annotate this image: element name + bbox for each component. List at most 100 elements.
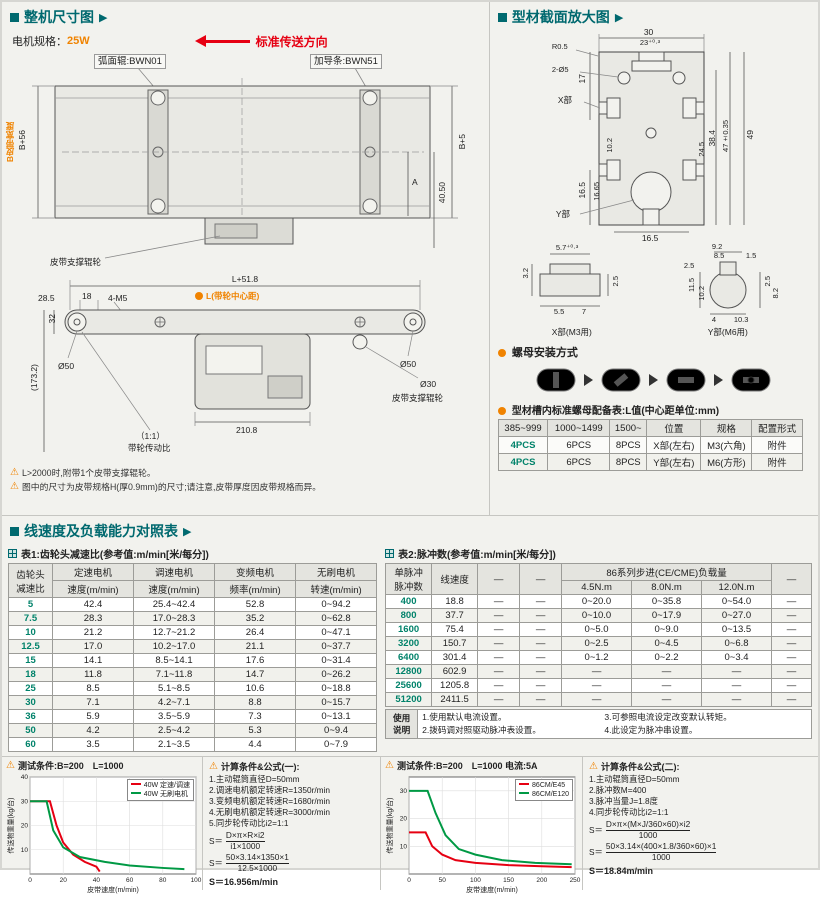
legend-item: 40W 无刷电机 (130, 790, 190, 799)
table-cell: 2.5~4.2 (133, 723, 216, 738)
dim-1732: (173.2) (29, 364, 39, 391)
table-cell: 附件 (751, 436, 803, 454)
table-cell: 18.8 (431, 594, 479, 609)
y-dim-25a: 2.5 (683, 261, 695, 270)
usage-label: 使用 说明 (386, 710, 419, 738)
arrow-left-icon (194, 35, 206, 47)
table-cell: 14.1 (51, 653, 135, 668)
motor-spec-value: 25W (67, 35, 90, 47)
table-cell: 0~1.2 (561, 650, 633, 665)
svg-text:30: 30 (21, 798, 29, 805)
table-cell: 30 (8, 695, 53, 710)
column-header: 调速电机 (133, 563, 216, 581)
profile-section-panel: 型材截面放大图 ▶ (490, 2, 818, 515)
table-cell: 3200 (385, 636, 433, 651)
svg-text:200: 200 (536, 877, 547, 884)
dimension-notes: ⚠ L>2000时,附带1个皮带支撑辊轮。 ⚠ 图中的尺寸为皮带规格H(厚0.9… (2, 464, 489, 496)
dim-4050: 40.50 (437, 182, 447, 204)
test-condition-2: ⚠ 测试条件:B=200 L=1000 电流:5A (385, 759, 578, 772)
table-cell: 4.4 (214, 737, 297, 752)
dim-17: 17 (576, 74, 587, 84)
table-cell: — (771, 692, 812, 707)
svg-text:皮带速度(m/min): 皮带速度(m/min) (466, 885, 518, 894)
arrow-right-icon (584, 374, 594, 386)
table-cell: 12800 (385, 664, 433, 679)
table-cell: — (771, 678, 812, 693)
table-cell: 8.5~14.1 (133, 653, 216, 668)
table-cell: 0~2.2 (631, 650, 703, 665)
table-cell: 0~4.5 (631, 636, 703, 651)
formula-box-2: ⚠ 计算条件&公式(二): 1.主动辊筒直径D=50mm 2.脉冲数M=400 … (582, 757, 818, 890)
table-cell: 52.8 (214, 597, 297, 612)
table-cell: — (561, 678, 633, 693)
warning-icon: ⚠ (10, 467, 19, 478)
dim-l518: L+51.8 (231, 274, 259, 284)
column-header: 变频电机 (214, 563, 297, 581)
usage-notes-box: 使用 说明 1.使用默认电流设置。 3.可参照电流设定改变默认转矩。 2.拨码调… (385, 709, 812, 739)
dim-4m5: 4-M5 (108, 293, 128, 303)
fraction: 50×3.14×1350×1 12.5×1000 (225, 853, 289, 874)
table-cell: 14.7 (214, 667, 297, 682)
dim-d30: Ø30 (420, 379, 437, 389)
table-header-row: 齿轮头 减速比 定速电机 调速电机 变频电机 无刷电机 (8, 563, 378, 598)
x-part-label: X部 (557, 95, 572, 105)
table-cell: 0~2.5 (561, 636, 633, 651)
svg-text:150: 150 (503, 877, 514, 884)
table-cell: 25.4~42.4 (133, 597, 216, 612)
table-grid-icon (385, 549, 395, 558)
table-cell: 6PCS (547, 436, 611, 454)
dim-49: 49 (744, 130, 755, 140)
table-cell: 0~17.9 (631, 608, 703, 623)
dim-r05: R0.5 (551, 42, 568, 51)
table-cell: 17.0 (51, 639, 135, 654)
section-header-profile: 型材截面放大图 ▶ (490, 2, 818, 30)
dim-165-bottom: 16.5 (641, 233, 659, 243)
header-line: 齿轮头 (16, 569, 45, 581)
belt-support-label-2: 皮带支撑辊轮 (392, 393, 444, 403)
table-cell: 3.5 (51, 737, 135, 752)
svg-text:80: 80 (159, 877, 167, 884)
s-equals: S＝ (209, 836, 223, 847)
fraction: D×π×(M×J/360×60)×i2 1000 (605, 819, 691, 840)
legend-swatch (519, 783, 530, 785)
table-cell: 4.2 (51, 723, 135, 738)
table-cell: 6PCS (547, 453, 611, 471)
column-subheader: 8.0N.m (631, 580, 703, 595)
note-line: ⚠ 图中的尺寸为皮带规格H(厚0.9mm)的尺寸;请注意,皮带厚度因皮带规格而异… (10, 480, 481, 494)
overall-dimension-panel: 整机尺寸图 ▶ 电机规格： 25W 标准传送方向 (2, 2, 490, 515)
table-cell: 800 (385, 608, 433, 623)
table-subheader-row: 速度(m/min) 速度(m/min) 频率(m/min) 转速(m/min) (9, 580, 378, 598)
table-cell: 附件 (751, 453, 803, 471)
fraction-denominator: 12.5×1000 (225, 862, 289, 874)
column-subheader: 速度(m/min) (133, 580, 216, 598)
x-detail-caption: X部(M3用) (551, 327, 592, 337)
table-cell: 5.3 (214, 723, 297, 738)
table-cell: 8PCS (609, 436, 648, 454)
svg-text:100: 100 (470, 877, 481, 884)
table-cell: 150.7 (431, 636, 479, 651)
x-dim-7: 7 (581, 307, 586, 316)
table-cell: 5 (8, 597, 53, 612)
column-header: 线速度 (431, 563, 479, 595)
svg-text:20: 20 (21, 823, 29, 830)
svg-text:20: 20 (60, 877, 68, 884)
y-dim-82: 8.2 (770, 288, 780, 299)
table-cell: 0~47.1 (295, 625, 378, 640)
formula-line: S＝ D×π×R×i2 i1×1000 (209, 830, 374, 851)
nut-install-text: 螺母安装方式 (511, 347, 578, 359)
table-cell: 0~15.7 (295, 695, 378, 710)
fraction: D×π×R×i2 i1×1000 (225, 830, 265, 851)
y-dim-25b: 2.5 (762, 276, 772, 287)
svg-text:0: 0 (407, 877, 411, 884)
